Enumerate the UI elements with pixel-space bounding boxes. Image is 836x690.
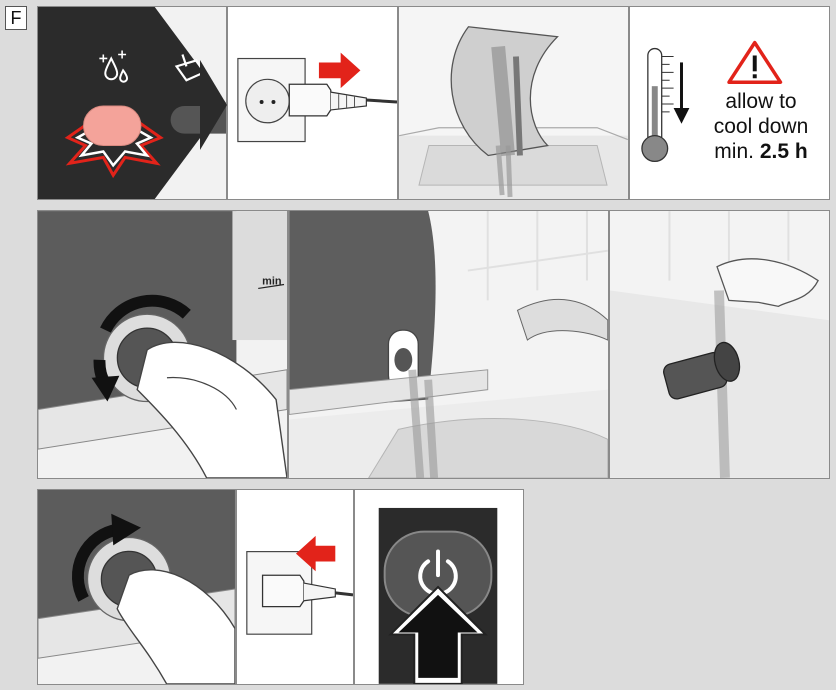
panel-plug-in bbox=[236, 489, 354, 685]
cool-down-duration: 2.5 h bbox=[760, 140, 808, 163]
cool-down-line-1: allow to bbox=[686, 89, 830, 114]
step-label: F bbox=[5, 6, 27, 30]
cool-down-min: min. bbox=[714, 140, 754, 163]
panel-cap-removed bbox=[609, 210, 830, 479]
plug-icon bbox=[289, 84, 397, 116]
cool-down-line-3: min. 2.5 h bbox=[686, 139, 830, 164]
cool-down-line-2: cool down bbox=[686, 114, 830, 139]
panel-remove-tank bbox=[398, 6, 629, 200]
cool-down-text: allow to cool down min. 2.5 h bbox=[686, 89, 830, 164]
panel-screw-cap bbox=[37, 489, 236, 685]
panel-unscrew-cap: min bbox=[37, 210, 288, 479]
panel-control-buttons bbox=[37, 6, 227, 200]
panel-cool-down: allow to cool down min. 2.5 h bbox=[629, 6, 830, 200]
panel-power-on bbox=[354, 489, 524, 685]
pull-arrow-icon bbox=[319, 53, 361, 89]
panel-unplug bbox=[227, 6, 398, 200]
steam-button[interactable] bbox=[84, 106, 141, 146]
panel-drain-water bbox=[288, 210, 609, 479]
thermometer-icon bbox=[642, 49, 674, 162]
warning-triangle-icon bbox=[729, 43, 780, 83]
